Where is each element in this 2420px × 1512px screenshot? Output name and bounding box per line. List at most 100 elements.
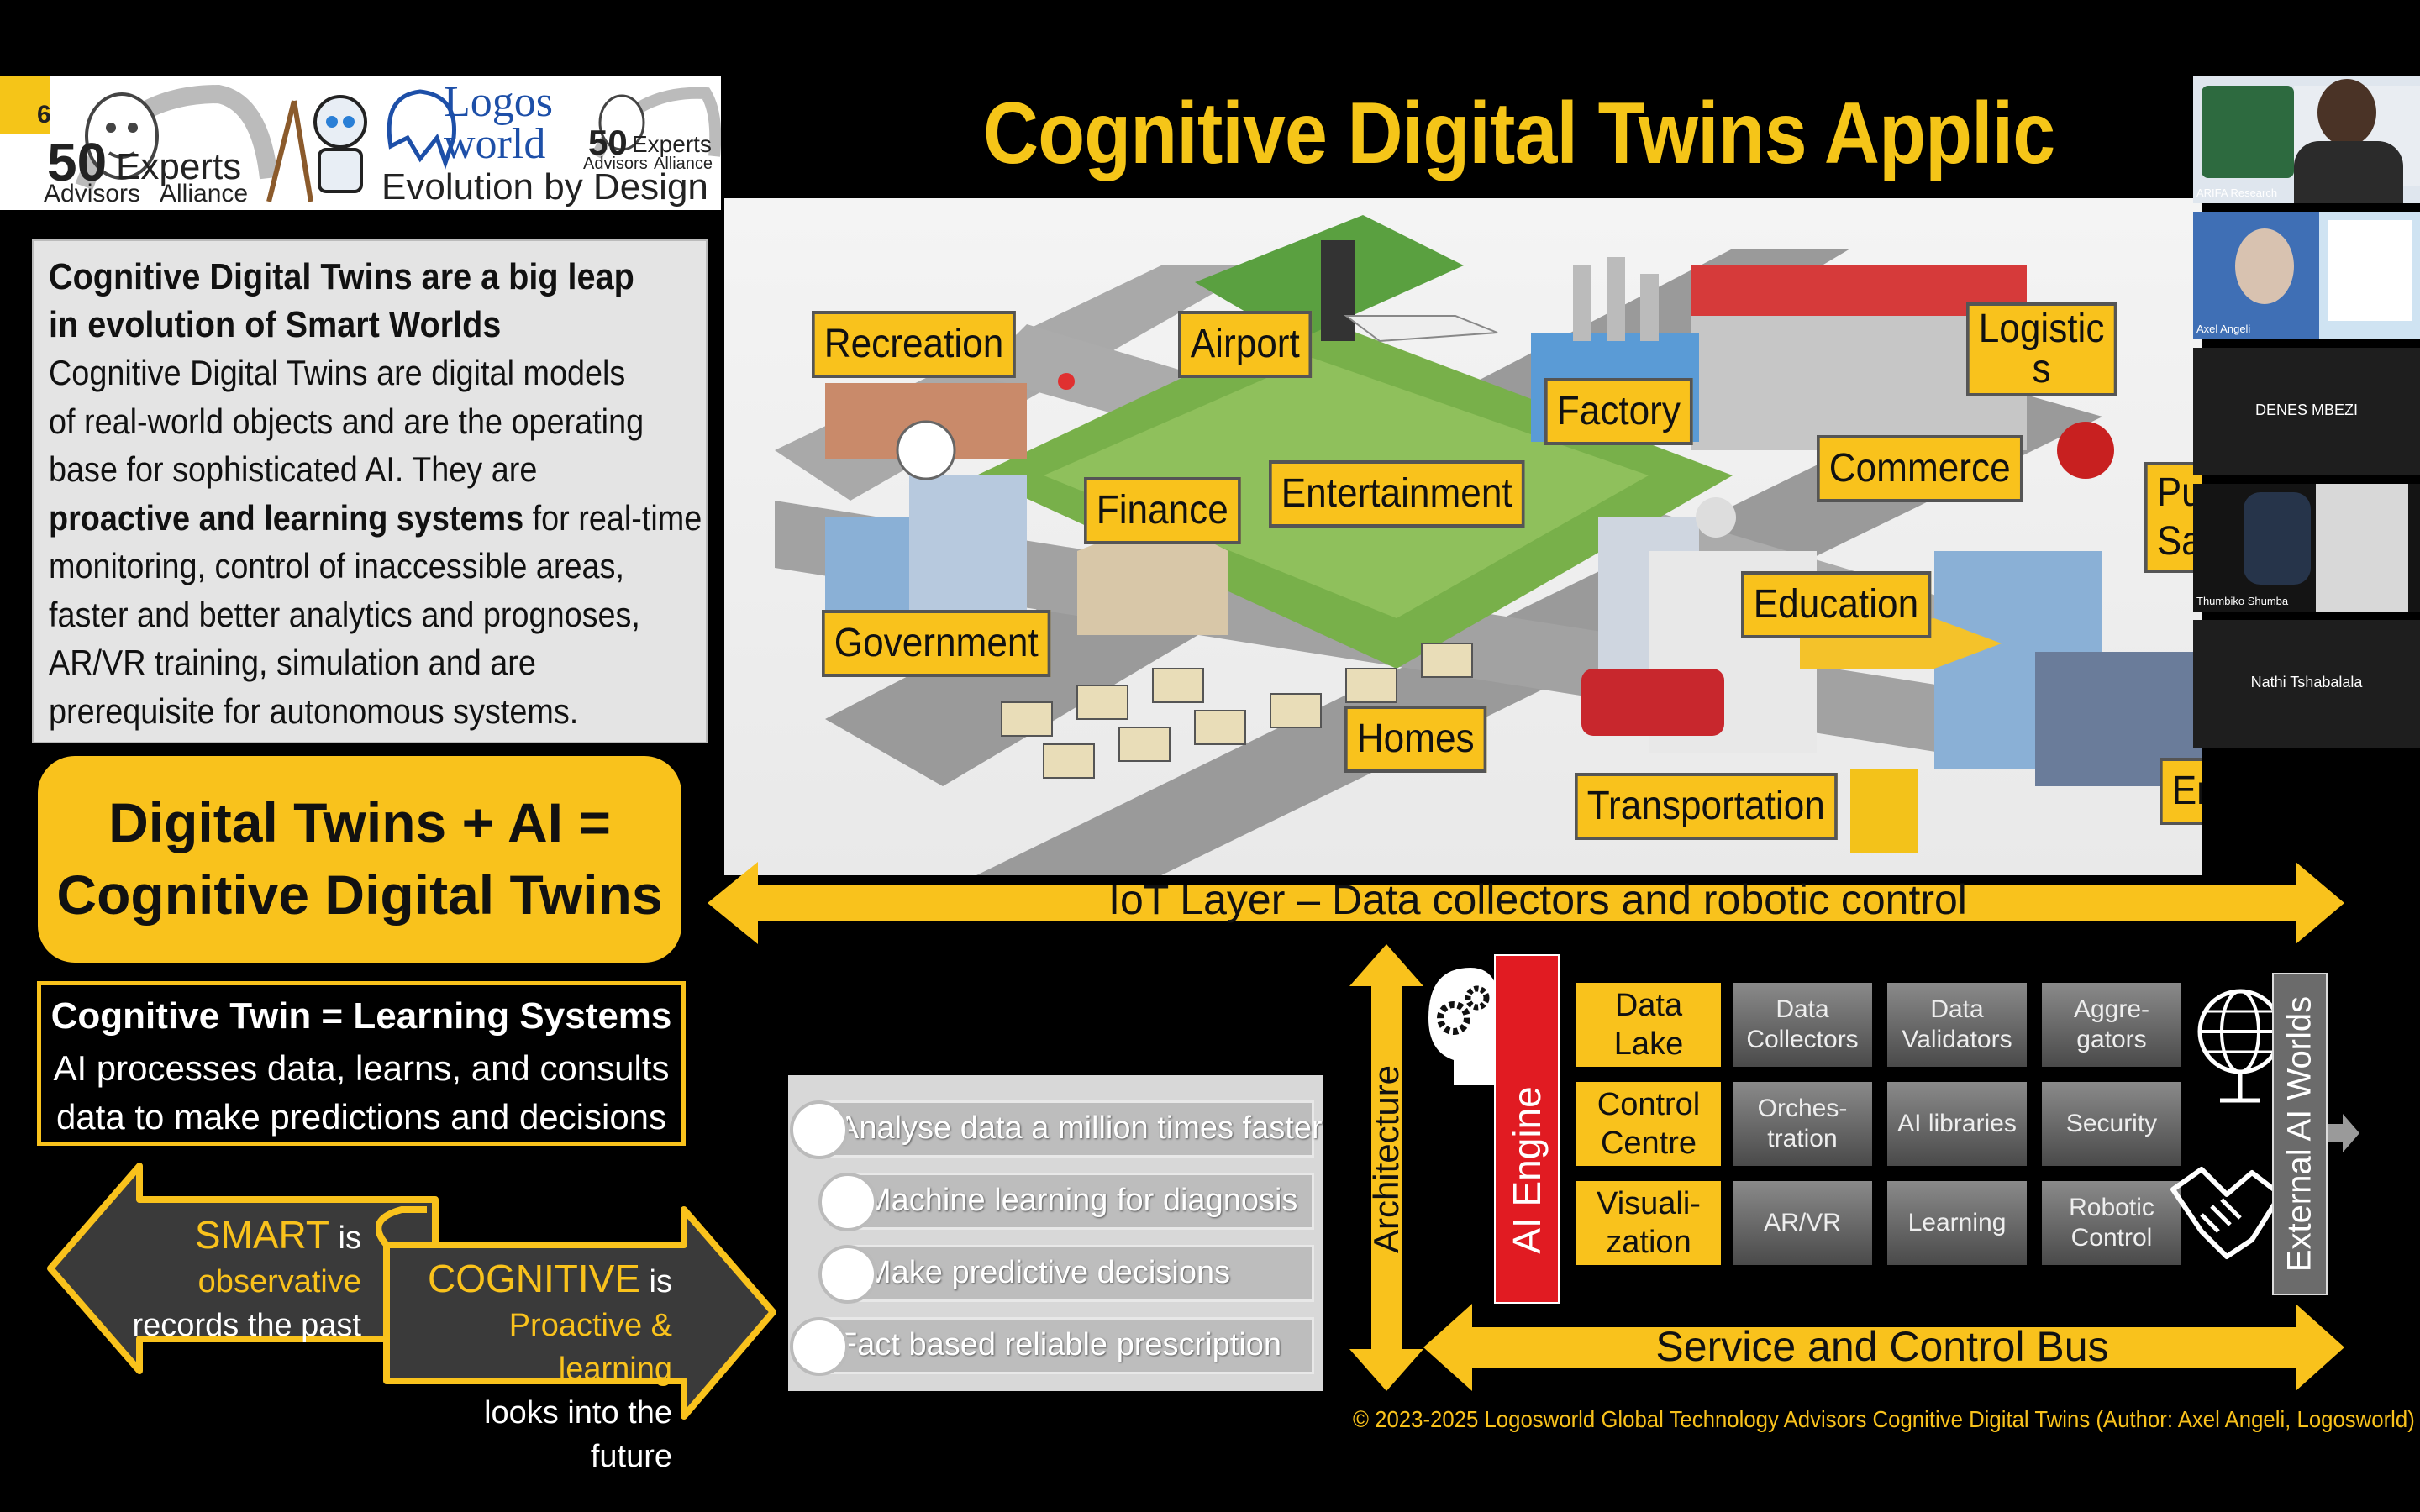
learning-line: data to make predictions and decisions xyxy=(55,1097,667,1137)
arch-cell: Orches-tration xyxy=(1733,1082,1872,1166)
participant-name: Nathi Tshabalala xyxy=(2250,674,2363,690)
smart-is: is xyxy=(329,1221,361,1256)
logo-alliance-small: Alliance xyxy=(654,155,713,173)
description-box: Cognitive Digital Twins are a big leap i… xyxy=(32,239,708,743)
smart-line: records the past xyxy=(132,1308,361,1343)
city-label-homes: Homes xyxy=(1344,706,1487,773)
city-label-government: Government xyxy=(822,610,1051,677)
body-line: faster and better analytics and prognose… xyxy=(49,594,640,634)
participant-name: ARIFA Research xyxy=(2196,186,2278,199)
video-feed-icon xyxy=(2244,492,2311,585)
person-head-icon xyxy=(2317,79,2376,146)
arch-row-header-line: Lake xyxy=(1613,1026,1684,1062)
logo-poster-icon xyxy=(2328,220,2412,321)
body-line: Cognitive Digital Twins are digital mode… xyxy=(49,353,626,392)
arch-row-header-line: Data xyxy=(1614,988,1683,1023)
gorilla-logo-icon xyxy=(75,84,277,190)
architecture-label-wrap: Architecture xyxy=(1344,1065,1428,1253)
bullet-circle-icon xyxy=(790,1317,849,1376)
city-label-logistics: Logistic s xyxy=(1966,302,2118,396)
body-line: prerequisite for autonomous systems. xyxy=(49,690,579,731)
banner-background-icon xyxy=(2202,86,2294,178)
external-ai-worlds-bar: External AI Worlds xyxy=(2272,973,2328,1295)
description-heading: Cognitive Digital Twins are a big leap i… xyxy=(49,253,707,349)
bullet-circle-icon xyxy=(790,1100,849,1159)
arch-cell: AI libraries xyxy=(1887,1082,2027,1166)
arch-cell-line: Aggre- xyxy=(2073,995,2150,1023)
cognitive-line: Proactive & learning xyxy=(508,1308,672,1387)
bullet-circle-icon xyxy=(818,1245,877,1304)
logo-advisors: Advisors xyxy=(44,180,141,207)
body-line: of real-world objects and are the operat… xyxy=(49,401,644,441)
arrow-right-icon xyxy=(2328,1114,2360,1152)
architecture-label: Architecture xyxy=(1366,1064,1406,1254)
cognitive-text: COGNITIVE is Proactive & learning looks … xyxy=(395,1257,672,1478)
arch-cell: Security xyxy=(2042,1082,2181,1166)
learning-body: AI processes data, learns, and consults … xyxy=(41,1044,681,1142)
benefit-item: Make predictive decisions xyxy=(849,1245,1314,1302)
smart-word: SMART xyxy=(194,1213,329,1257)
benefit-item: Fact based reliable prescription xyxy=(822,1317,1314,1374)
body-line: AR/VR training, simulation and are xyxy=(49,643,536,682)
participant-tile[interactable]: Nathi Tshabalala xyxy=(2193,620,2420,748)
elephant-logo-icon xyxy=(387,89,456,170)
arch-cell-line: tration xyxy=(1767,1125,1838,1152)
arch-cell-line: Validators xyxy=(1902,1026,2012,1053)
city-label-airport: Airport xyxy=(1178,311,1313,378)
body-line: base for sophisticated AI. They are xyxy=(49,449,538,489)
logo-number-small: 50 xyxy=(588,123,628,162)
city-label-entertainment: Entertainment xyxy=(1269,460,1525,528)
formula-line: Digital Twins + AI = xyxy=(108,791,611,853)
logo-number: 50 xyxy=(47,132,108,192)
smart-line: observative xyxy=(197,1264,361,1299)
cognitive-word: COGNITIVE xyxy=(427,1257,640,1300)
city-label-education: Education xyxy=(1741,571,1931,638)
arch-cell-line: AR/VR xyxy=(1764,1209,1841,1236)
formula-line: Cognitive Digital Twins xyxy=(56,864,663,926)
cognitive-is: is xyxy=(640,1264,672,1299)
arch-cell-line: Data xyxy=(1776,995,1829,1023)
participant-name: DENES MBEZI xyxy=(2254,402,2359,418)
service-bus-label: Service and Control Bus xyxy=(1655,1323,2109,1370)
cognitive-arrow-shape xyxy=(376,1206,776,1420)
arch-row-header: Data Lake xyxy=(1576,983,1721,1067)
city-label-commerce: Commerce xyxy=(1817,435,2023,502)
architecture-arrow-shape xyxy=(1349,944,1423,1391)
logo-brand-line2: world xyxy=(444,120,546,168)
participant-tile[interactable]: ARIFA Research xyxy=(2193,76,2420,203)
city-label-recreation: Recreation xyxy=(812,311,1016,378)
logo-banner: 50 Experts Advisors Alliance Logos world… xyxy=(0,76,721,210)
arch-cell-line: Orches- xyxy=(1757,1095,1848,1122)
smart-line: SMART is xyxy=(101,1213,361,1260)
body-text: for real-time xyxy=(523,497,702,538)
participant-tile[interactable]: Axel Angeli xyxy=(2193,212,2420,339)
logo-alliance: Alliance xyxy=(160,180,249,207)
participant-name: Axel Angeli xyxy=(2196,323,2251,335)
arch-row-header: Control Centre xyxy=(1576,1082,1721,1166)
city-label-energy: Energy xyxy=(2160,758,2202,825)
body-line: proactive and learning systems for real-… xyxy=(49,494,707,543)
description-body: Cognitive Digital Twins are digital mode… xyxy=(49,349,707,735)
participant-tile[interactable]: DENES MBEZI xyxy=(2193,348,2420,475)
benefit-item: Analyse data a million times faster xyxy=(822,1100,1323,1158)
arch-cell-line: Control xyxy=(2070,1224,2153,1252)
participant-tile[interactable]: Thumbiko Shumba xyxy=(2193,484,2420,612)
arch-cell-line: Collectors xyxy=(1746,1026,1859,1053)
iot-layer-arrow-shape xyxy=(708,862,2344,944)
service-bus-arrow-shape xyxy=(1423,1304,2344,1391)
city-label-transportation: Transportation xyxy=(1575,773,1838,840)
learning-systems-box: Cognitive Twin = Learning Systems AI pro… xyxy=(37,981,686,1146)
robot-painter-icon xyxy=(266,95,367,202)
gorilla-logo-small-icon xyxy=(591,87,721,160)
arch-cell: Learning xyxy=(1887,1181,2027,1265)
arch-cell-line: gators xyxy=(2076,1026,2147,1053)
smart-text: SMART is observative records the past xyxy=(101,1213,361,1347)
arch-cell-line: Learning xyxy=(1907,1209,2007,1236)
arch-cell-line: Security xyxy=(2065,1110,2158,1137)
heading-line: in evolution of Smart Worlds xyxy=(49,304,502,345)
external-ai-worlds-label: External AI Worlds xyxy=(2281,995,2318,1273)
arch-row-header-line: Centre xyxy=(1600,1126,1697,1161)
